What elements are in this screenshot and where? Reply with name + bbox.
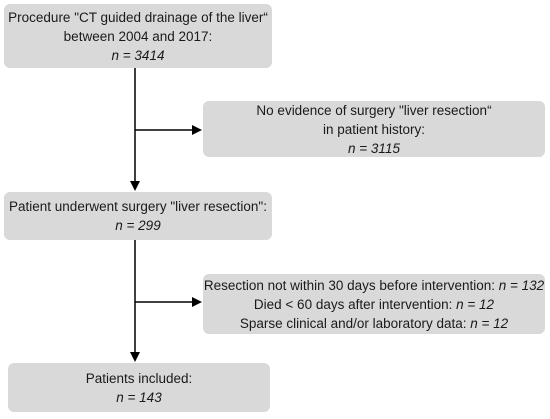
exclusion-item-1-count: n = 132 [498,277,545,293]
exclusion-item-3: Sparse clinical and/or laboratory data: … [240,314,508,333]
exclusion-item-1-text: Resection not within 30 days before inte… [203,277,499,293]
procedure-box: Procedure "CT guided drainage of the liv… [4,4,272,68]
exclusion-item-3-count: n = 12 [470,315,509,331]
exclusion-item-1: Resection not within 30 days before inte… [204,276,544,295]
underwent-count: n = 299 [115,218,161,233]
no-evidence-count: n = 3115 [348,140,400,156]
exclusion-item-2-count: n = 12 [456,296,495,312]
procedure-line2: between 2004 and 2017: [63,28,213,44]
procedure-count: n = 3414 [111,47,165,63]
patients-included-box: Patients included: n = 143 [8,363,270,412]
exclusion-item-3-text: Sparse clinical and/or laboratory data: [239,315,471,331]
procedure-line1: Procedure "CT guided drainage of the liv… [8,9,268,25]
no-evidence-line2: in patient history: [322,121,426,137]
exclusions-box: Resection not within 30 days before inte… [203,274,545,334]
underwent-line1: Patient underwent surgery "liver resecti… [9,199,267,214]
no-evidence-line1: No evidence of surgery "liver resection“ [256,102,492,118]
exclusion-item-2-text: Died < 60 days after intervention: [253,296,457,312]
included-line1: Patients included: [85,370,193,386]
no-evidence-box: No evidence of surgery "liver resection“… [203,101,545,157]
exclusion-item-2: Died < 60 days after intervention: n = 1… [254,295,494,314]
included-count: n = 143 [116,389,162,405]
underwent-resection-box: Patient underwent surgery "liver resecti… [4,192,272,240]
